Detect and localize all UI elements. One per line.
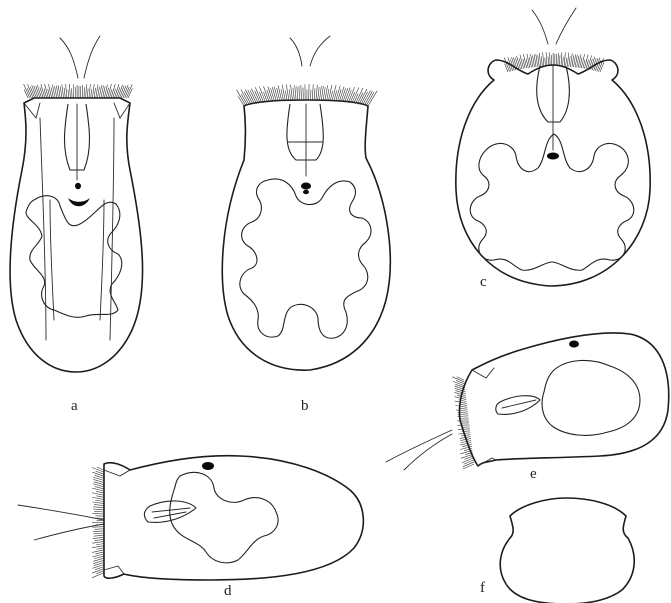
figure-c-label: c <box>480 274 487 290</box>
figure-d-cilia <box>92 467 104 578</box>
figure-f-label: f <box>480 580 485 596</box>
figure-b-label: b <box>301 398 309 414</box>
figure-c-drawing: c <box>456 8 650 290</box>
figure-e-drawing: e <box>386 333 669 482</box>
figure-d-label: d <box>224 583 232 599</box>
figure-e-label: e <box>530 466 537 482</box>
figure-c-eye <box>547 153 559 160</box>
figure-a-drawing: a <box>10 36 143 414</box>
figure-f-drawing: f <box>480 498 634 603</box>
figure-a-label: a <box>71 398 78 414</box>
figure-b-eye <box>301 183 311 190</box>
figure-b-drawing: b <box>222 36 390 414</box>
figure-d-drawing: d <box>18 456 363 599</box>
figure-d-eye <box>202 462 214 470</box>
figure-e-eye <box>569 341 579 348</box>
figure-a-eye <box>75 183 81 189</box>
figure-a-cilia <box>24 84 133 98</box>
